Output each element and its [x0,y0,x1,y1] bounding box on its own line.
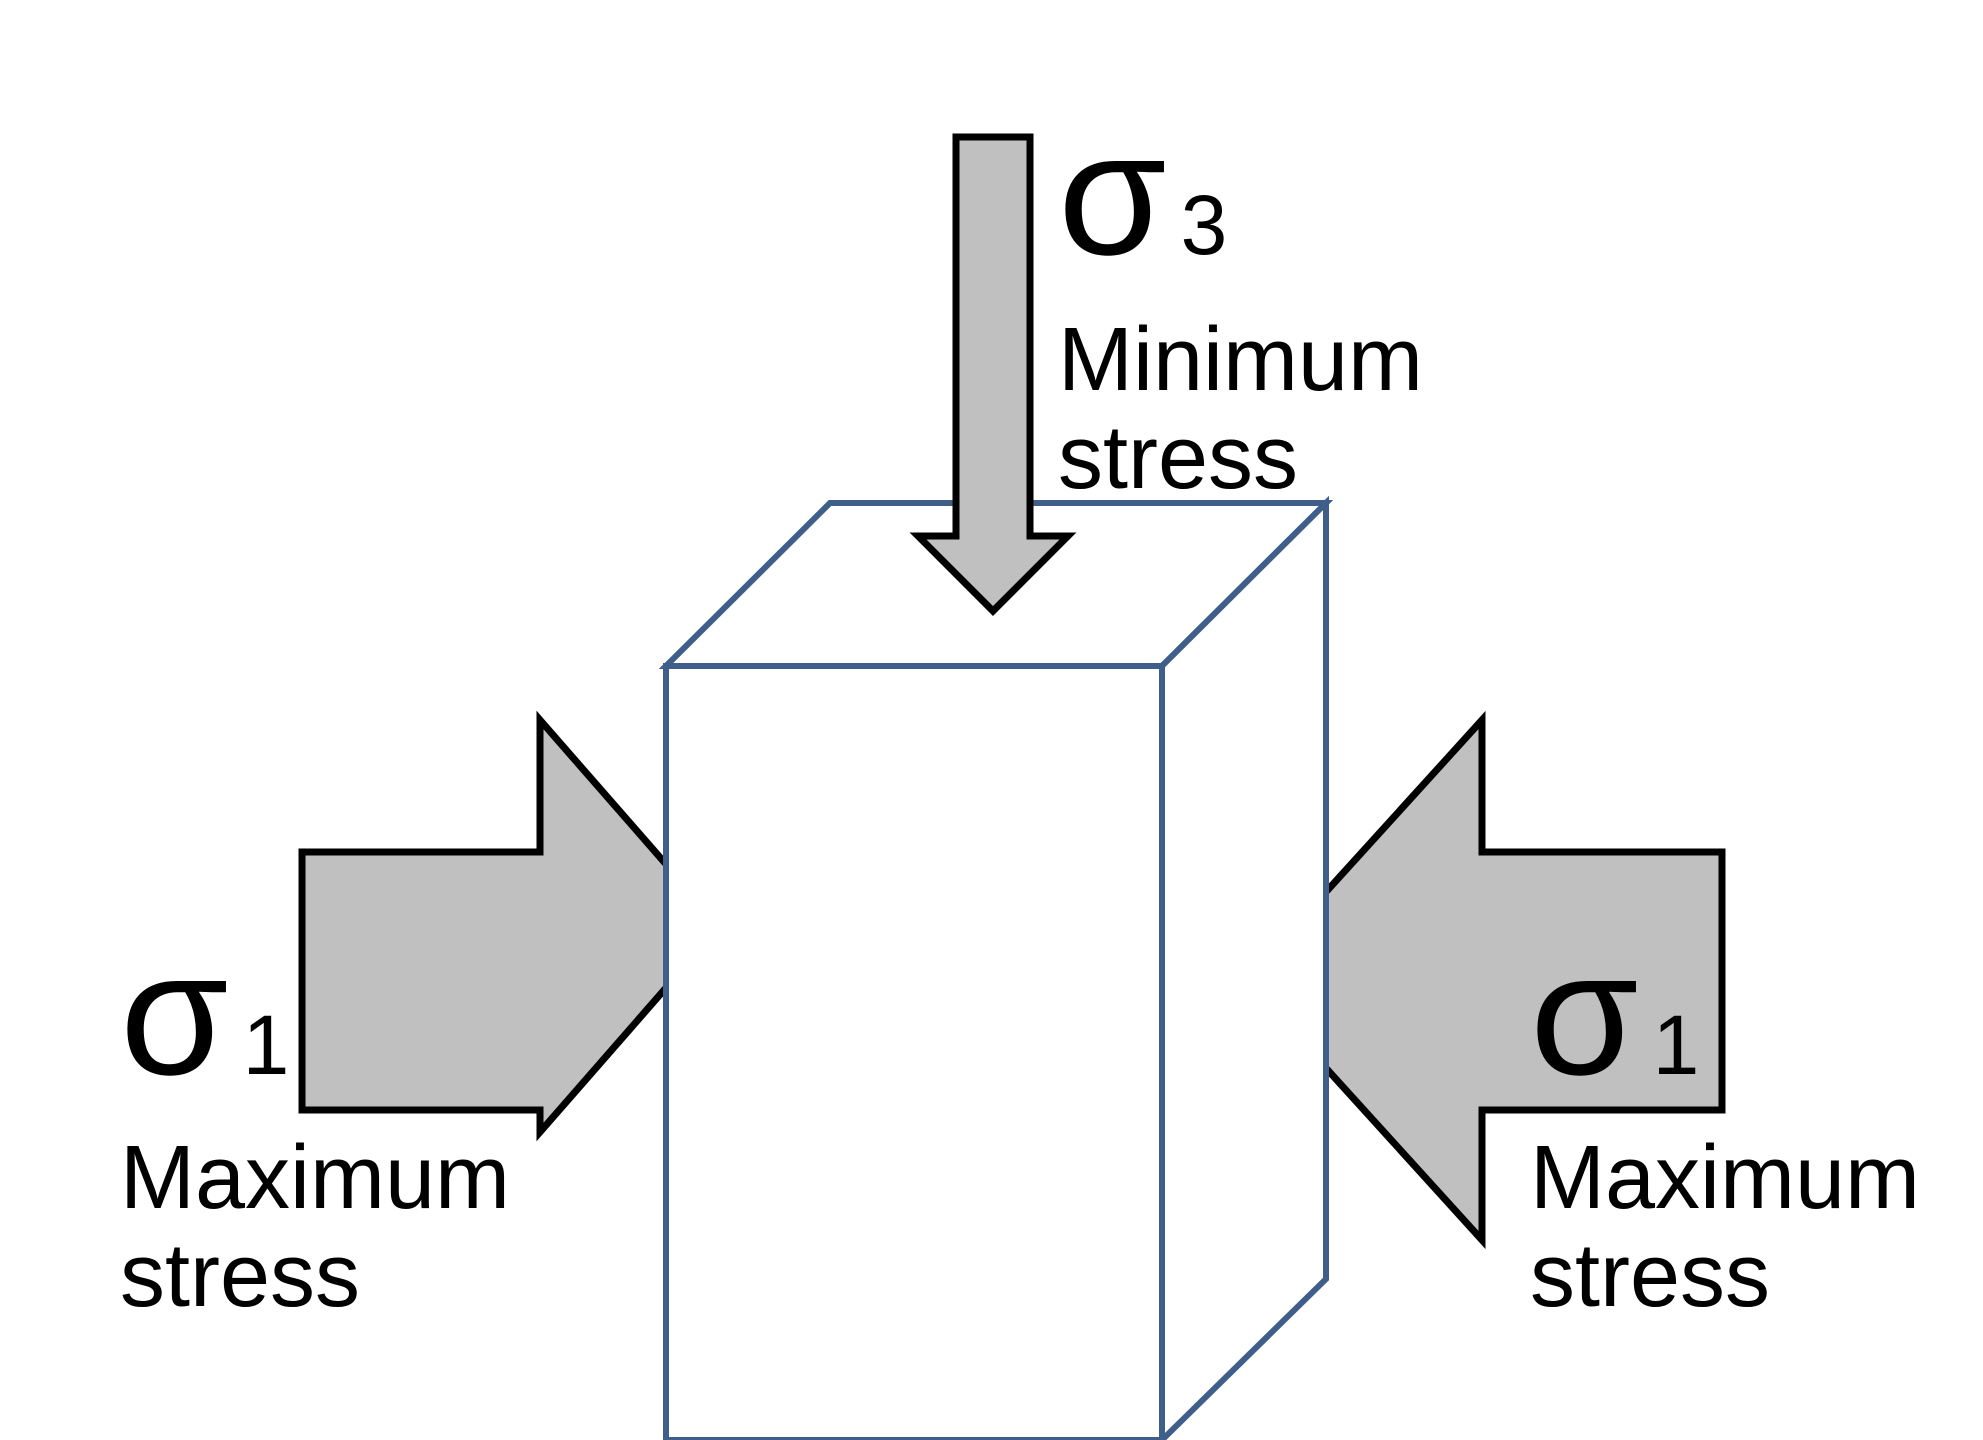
block-front-face [663,663,1165,1440]
right-compression-arrow [1241,710,1726,1250]
right-sigma-symbol: σ [1530,916,1639,1112]
top-label-line2: stress [1058,408,1298,508]
left-label-line2: stress [120,1226,360,1326]
block-side-face [1159,495,1329,1440]
left-sigma-symbol: σ [120,916,229,1112]
top-sigma-symbol: σ [1058,96,1167,292]
top-sigma-subscript: 3 [1181,178,1228,272]
right-sigma-subscript: 1 [1653,998,1700,1092]
rock-block [658,495,1334,1440]
top-compression-arrow [909,133,1077,616]
right-label-line1: Maximum [1530,1128,1920,1228]
left-label-line1: Maximum [120,1128,510,1228]
right-label-line2: stress [1530,1226,1770,1326]
left-compression-arrow [298,710,725,1142]
top-label-line1: Minimum [1058,310,1423,410]
left-sigma-subscript: 1 [243,998,290,1092]
